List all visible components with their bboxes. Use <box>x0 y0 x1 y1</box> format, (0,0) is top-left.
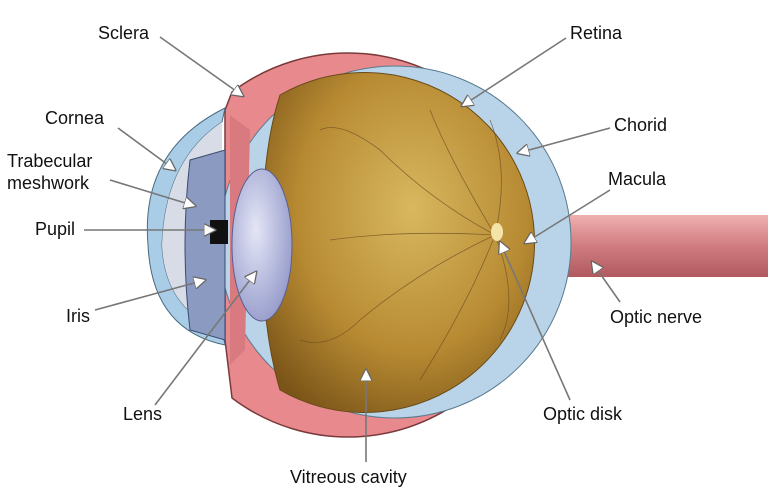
vitreous-shape <box>261 72 536 413</box>
sclera-leader <box>159 36 243 96</box>
macula-leader <box>525 189 611 243</box>
lens-shape <box>231 168 293 322</box>
trabecular-leader <box>109 179 195 206</box>
label-lens: Lens <box>123 404 163 424</box>
optic-nerve-leader <box>592 262 621 303</box>
label-retina: Retina <box>570 23 623 43</box>
retina-leader <box>462 37 567 106</box>
label-sclera: Sclera <box>98 23 150 43</box>
label-trabecular: Trabecular <box>7 151 93 171</box>
chorid-leader <box>518 127 611 153</box>
iris-leader <box>94 280 205 311</box>
label-optic-disk: Optic disk <box>543 404 623 424</box>
label-vitreous-cavity: Vitreous cavity <box>290 467 407 487</box>
label-chorid: Chorid <box>614 115 668 135</box>
lens-leader <box>154 272 256 406</box>
label-cornea: Cornea <box>45 108 105 128</box>
cornea-leader <box>117 127 175 170</box>
label-optic-nerve: Optic nerve <box>610 307 703 327</box>
label-macula: Macula <box>608 169 667 189</box>
label-pupil: Pupil <box>35 219 76 239</box>
label-iris: Iris <box>66 306 90 326</box>
leader-lines <box>84 36 621 462</box>
optic-disk-leader <box>500 242 571 401</box>
label-meshwork: meshwork <box>7 173 90 193</box>
